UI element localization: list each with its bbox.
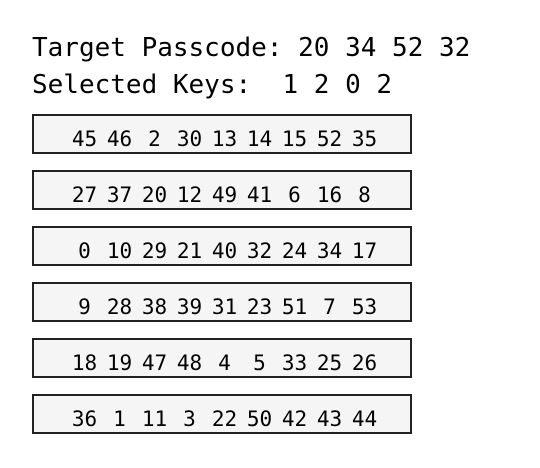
keypad-key[interactable]: 7: [323, 295, 336, 319]
keypad-key[interactable]: 36: [71, 407, 98, 431]
target-passcode-label: Target Passcode:: [32, 33, 283, 63]
keypad-key[interactable]: 1: [113, 407, 126, 431]
key-row: 0 10 29 21 40 32 24 34 17: [32, 226, 412, 266]
keypad-key[interactable]: 32: [246, 239, 273, 263]
key-row: 27 37 20 12 49 41 6 16 8: [32, 170, 412, 210]
keypad-key[interactable]: 2: [148, 127, 161, 151]
selected-key-1: 1: [282, 70, 299, 100]
keypad-key[interactable]: 28: [106, 295, 133, 319]
keypad-key[interactable]: 3: [183, 407, 196, 431]
keypad-key[interactable]: 31: [211, 295, 238, 319]
keypad-key[interactable]: 22: [211, 407, 238, 431]
selected-keys-label: Selected Keys:: [32, 70, 252, 100]
keypad-key[interactable]: 30: [176, 127, 203, 151]
keypad-key[interactable]: 0: [78, 239, 91, 263]
keypad-key[interactable]: 40: [211, 239, 238, 263]
keypad-key[interactable]: 21: [176, 239, 203, 263]
key-row: 9 28 38 39 31 23 51 7 53: [32, 282, 412, 322]
keypad-key[interactable]: 49: [211, 183, 238, 207]
keypad-key[interactable]: 35: [351, 127, 378, 151]
keypad-key[interactable]: 18: [71, 351, 98, 375]
keypad-key[interactable]: 24: [281, 239, 308, 263]
keypad-key[interactable]: 53: [351, 295, 378, 319]
selected-key-3: 0: [345, 70, 361, 100]
keypad-key[interactable]: 25: [316, 351, 343, 375]
keypad-key[interactable]: 51: [281, 295, 308, 319]
keypad-key[interactable]: 48: [176, 351, 203, 375]
selected-key-4: 2: [376, 70, 393, 100]
keypad-key[interactable]: 29: [141, 239, 168, 263]
target-code-4: 32: [439, 33, 471, 63]
keypad-key[interactable]: 47: [141, 351, 168, 375]
keypad-key[interactable]: 26: [351, 351, 378, 375]
keypad-key[interactable]: 43: [316, 407, 343, 431]
keypad-key[interactable]: 34: [316, 239, 343, 263]
keypad-key[interactable]: 19: [106, 351, 133, 375]
keypad-key[interactable]: 27: [71, 183, 98, 207]
keypad-key[interactable]: 38: [141, 295, 168, 319]
keypad-key[interactable]: 12: [176, 183, 203, 207]
keypad-key[interactable]: 4: [218, 351, 231, 375]
keypad-key[interactable]: 23: [246, 295, 273, 319]
keypad-key[interactable]: 13: [211, 127, 238, 151]
keypad-key[interactable]: 14: [246, 127, 273, 151]
key-row: 45 46 2 30 13 14 15 52 35: [32, 114, 412, 154]
keypad-key[interactable]: 6: [288, 183, 301, 207]
keypad-key[interactable]: 15: [281, 127, 308, 151]
keypad-key[interactable]: 39: [176, 295, 203, 319]
keypad-key[interactable]: 44: [351, 407, 378, 431]
keypad-key[interactable]: 50: [246, 407, 273, 431]
selected-key-2: 2: [313, 70, 330, 100]
selected-keys-line: Selected Keys: 1 2 0 2: [32, 70, 392, 100]
keypad-key[interactable]: 37: [106, 183, 133, 207]
target-passcode-line: Target Passcode: 20 34 52 32: [32, 33, 470, 63]
keypad-key[interactable]: 45: [71, 127, 98, 151]
target-code-2: 34: [345, 33, 377, 63]
keypad-key[interactable]: 5: [253, 351, 266, 375]
keypad-key[interactable]: 46: [106, 127, 133, 151]
target-code-3: 52: [392, 33, 424, 63]
keypad-key[interactable]: 17: [351, 239, 378, 263]
target-code-1: 20: [298, 33, 330, 63]
keypad-key[interactable]: 52: [316, 127, 343, 151]
keypad-key[interactable]: 16: [316, 183, 343, 207]
keypad-key[interactable]: 8: [358, 183, 371, 207]
keypad-key[interactable]: 41: [246, 183, 273, 207]
keypad-key[interactable]: 20: [141, 183, 168, 207]
keypad-key[interactable]: 33: [281, 351, 308, 375]
keypad-key[interactable]: 42: [281, 407, 308, 431]
keypad-key[interactable]: 11: [141, 407, 168, 431]
keypad-key[interactable]: 10: [106, 239, 133, 263]
keypad-key[interactable]: 9: [78, 295, 91, 319]
